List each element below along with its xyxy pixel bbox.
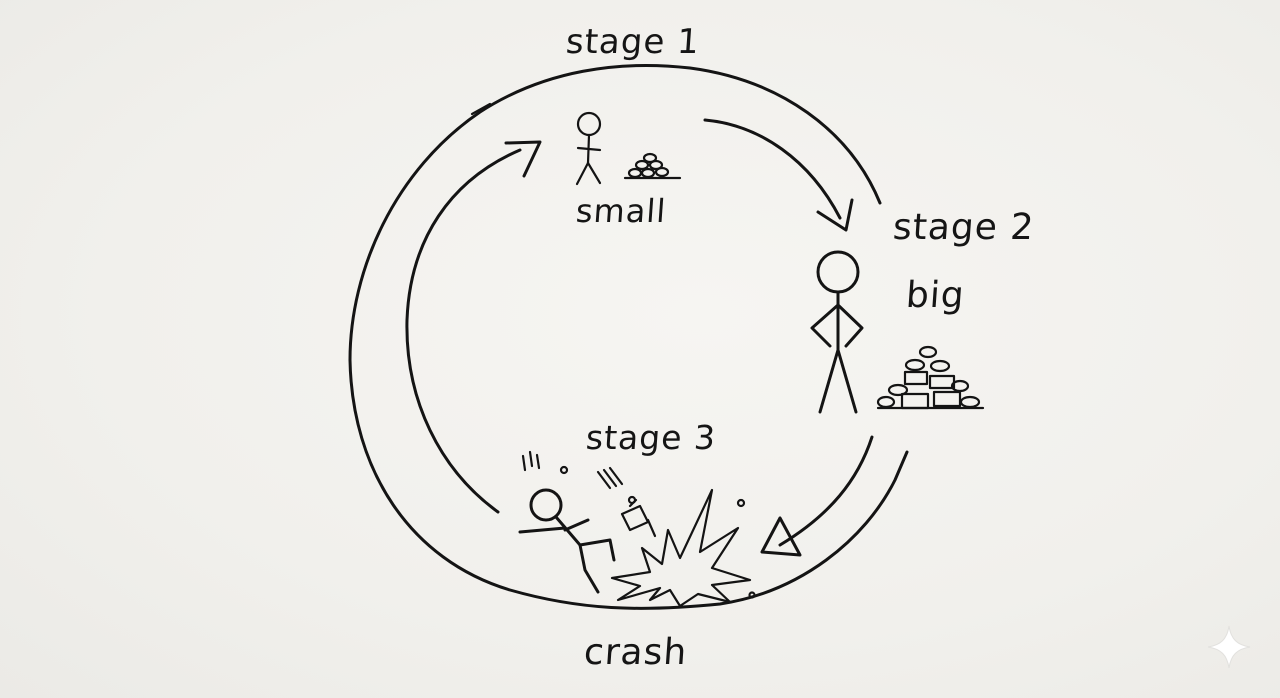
return-arrow-line [405, 148, 522, 514]
stage-1-label: stage 1 [564, 22, 702, 62]
crash-label: crash [582, 632, 689, 673]
stage-2-label: stage 2 [891, 207, 1036, 248]
falling-stick-figure [518, 488, 616, 594]
falling-money-bundle [620, 495, 650, 532]
motion-lines [521, 450, 624, 490]
big-money-pile [876, 345, 985, 410]
arrowhead-stage3 [760, 516, 802, 557]
small-stick-figure [575, 111, 602, 186]
arrowhead-stage2 [816, 198, 854, 232]
arrow-stage1-to-stage2 [703, 118, 842, 220]
outer-cycle-line [348, 63, 909, 610]
sparkle-icon [1207, 625, 1251, 669]
arrow-stage2-to-stage3 [778, 435, 874, 547]
small-money-pile [623, 152, 682, 180]
big-stick-figure [810, 250, 864, 414]
crash-explosion [610, 488, 756, 608]
big-label: big [904, 275, 967, 316]
small-label: small [574, 192, 668, 230]
return-arrowhead [504, 140, 542, 178]
stage-3-label: stage 3 [584, 418, 718, 457]
outer-cycle-tick [470, 102, 492, 116]
